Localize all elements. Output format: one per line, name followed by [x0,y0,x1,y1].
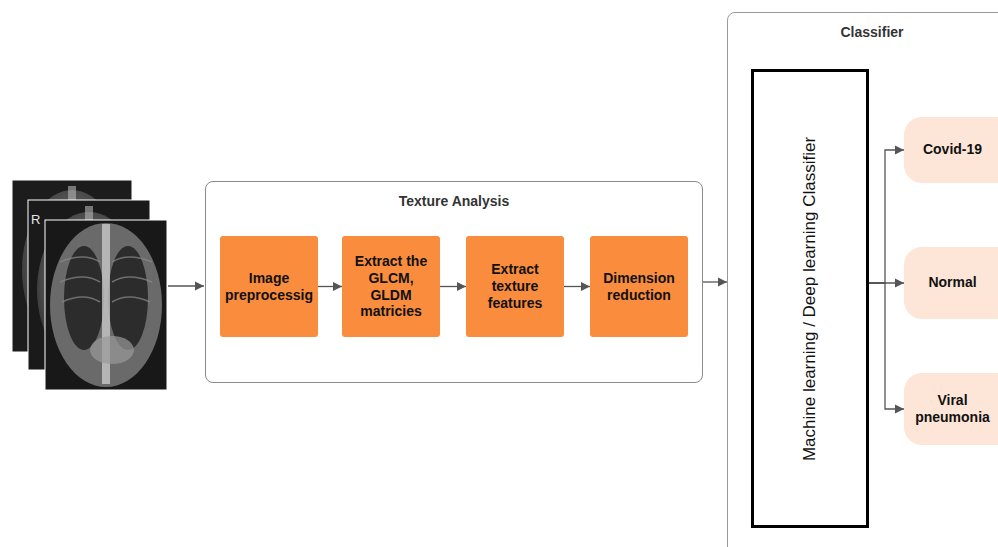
flow-arrow [703,281,727,282]
analysis-group: Image preprocessig Extract the GLCM, GLDM… [205,181,703,383]
xray-chest [50,223,162,387]
flow-arrow [564,286,590,287]
flow-arrow [869,150,904,283]
process-label: Image preprocessig [224,270,314,304]
output-label: Normal [908,274,997,292]
classifier-group: Machine learning / Deep learning Classif… [727,12,998,547]
flow-arrow [440,286,466,287]
process-box: Extract the GLCM, GLDM matricies [342,236,440,337]
xray-heart [90,336,134,364]
output-label: Viral pneumonia [908,392,997,427]
xray-image [45,220,167,390]
output-label: Covid-19 [908,141,997,159]
output-box: Covid-19 [904,117,998,183]
xray-frame [45,220,167,390]
output-box: Viral pneumonia [904,373,998,445]
flow-arrow [869,283,904,409]
classifier-label: Machine learning / Deep learning Classif… [799,89,820,508]
image-marker: R [31,212,40,227]
output-box: Normal [904,247,998,319]
input-arrow [168,285,204,286]
group-heading: Classifier [728,24,998,40]
process-label: Dimension reduction [594,270,684,304]
process-label: Extract texture features [470,261,560,311]
classifier-box: Machine learning / Deep learning Classif… [751,69,869,528]
xray-ribs [60,257,152,302]
process-box: Dimension reduction [590,236,688,337]
process-label: Extract the GLCM, GLDM matricies [346,253,436,320]
process-box: Image preprocessig [220,236,318,337]
flow-arrow [318,286,342,287]
process-box: Extract texture features [466,236,564,337]
group-heading: Texture Analysis [206,193,702,209]
